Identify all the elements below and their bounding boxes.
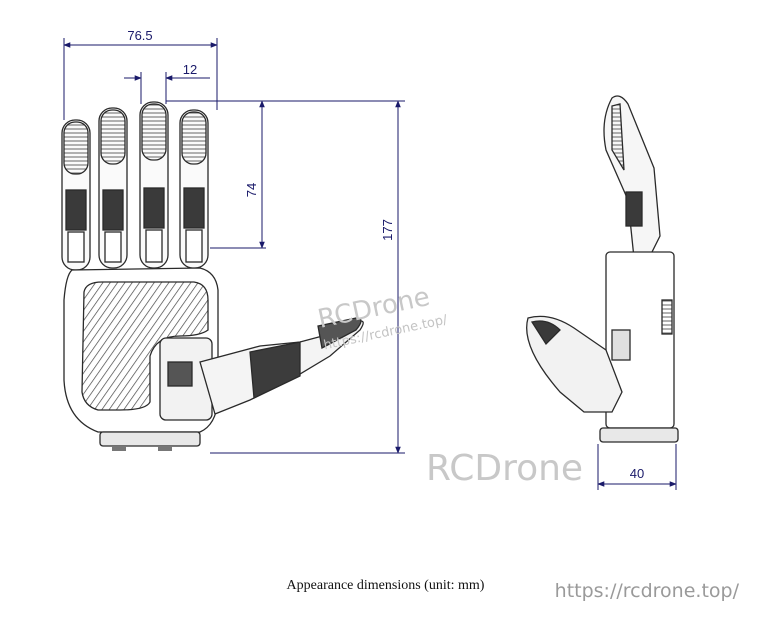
footer-url: https://rcdrone.top/: [554, 580, 739, 602]
dim-label-total-width: 76.5: [127, 28, 152, 43]
dim-label-finger-pitch: 12: [183, 62, 197, 77]
figure-caption: Appearance dimensions (unit: mm): [286, 578, 485, 593]
finger-index: [61, 119, 91, 271]
watermark-brand-large: RCDrone: [426, 448, 583, 489]
dim-label-finger-length: 74: [244, 183, 259, 197]
wrist-base: [99, 431, 201, 447]
dim-label-total-height: 177: [380, 219, 395, 241]
side-view-hand: [526, 95, 679, 443]
finger-little: [179, 109, 209, 269]
palm-pad: [81, 281, 209, 411]
finger-ring: [139, 101, 169, 269]
watermark: RCDrone https://rcdrone.top/: [315, 282, 449, 354]
dimension-lines: [63, 38, 677, 490]
front-view-hand: [61, 101, 364, 451]
dim-label-side-thickness: 40: [630, 466, 644, 481]
finger-middle: [98, 107, 128, 269]
thumb-front: [159, 317, 364, 421]
